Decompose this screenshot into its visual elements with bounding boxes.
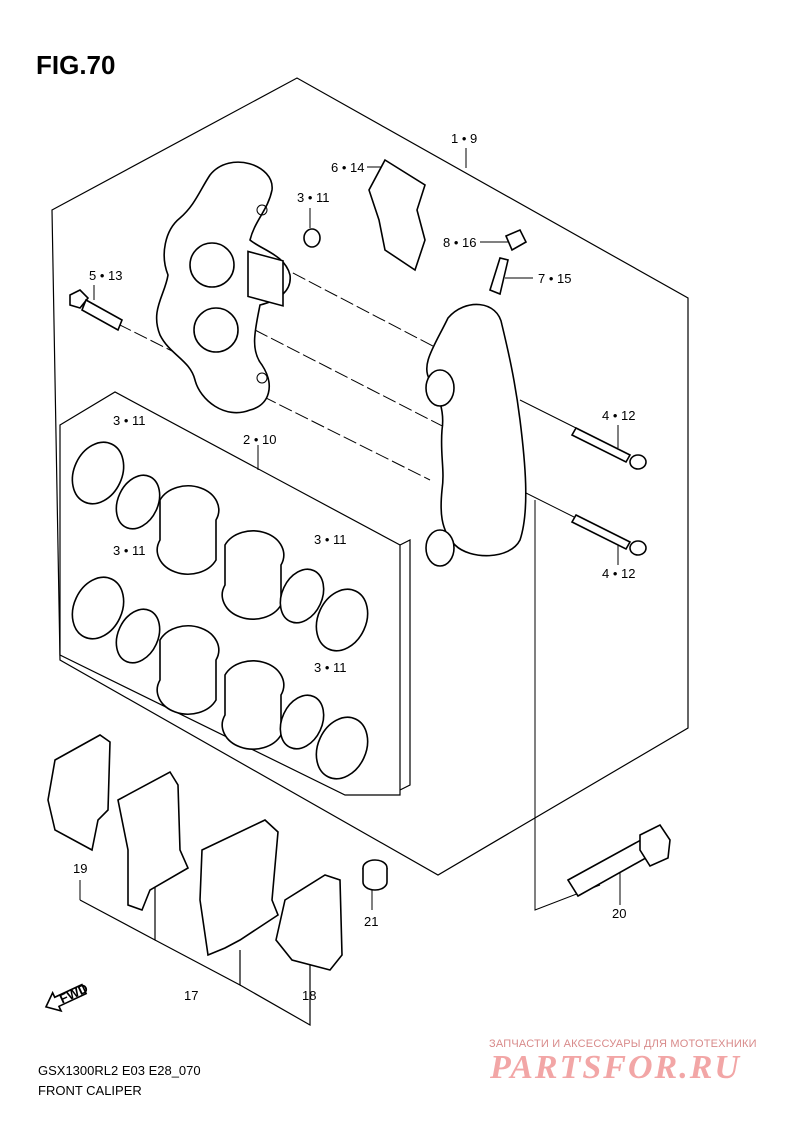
brake-pad-outer (117, 770, 190, 912)
watermark-caption: ЗАПЧАСТИ И АКСЕССУАРЫ ДЛЯ МОТОТЕХНИКИ (489, 1038, 757, 1050)
kit-outline-depth (399, 539, 411, 791)
pad-shim-right (275, 874, 343, 971)
callout-3-11-top: 3 • 11 (297, 190, 330, 205)
brake-pad-inner (199, 819, 279, 957)
watermark-brand: PARTSFOR.RU (490, 1049, 741, 1086)
pad-pin-upper (570, 426, 647, 470)
bleeder-valve (489, 257, 509, 296)
callout-3-11-left-upper: 3 • 11 (113, 413, 146, 428)
callout-3-11-left-lower: 3 • 11 (113, 543, 146, 558)
fwd-arrow-icon: FWD (44, 980, 90, 1013)
seal-ring-small (303, 228, 321, 248)
pad-shim-left (47, 734, 111, 852)
spacer-collar (362, 859, 388, 891)
callout-5-13: 5 • 13 (89, 268, 122, 283)
caliper-half-right (425, 303, 527, 567)
callout-1-9: 1 • 9 (451, 131, 477, 146)
callout-7-15: 7 • 15 (538, 271, 571, 286)
pad-spring (368, 158, 426, 272)
bleeder-cap (504, 228, 528, 252)
assembly-outline-1-9 (51, 77, 689, 876)
pad-bracket-18 (239, 960, 311, 1027)
callout-8-16: 8 • 16 (443, 235, 476, 250)
callout-3-11-right-lower: 3 • 11 (314, 660, 347, 675)
callout-4-12-upper: 4 • 12 (602, 408, 635, 423)
callout-19: 19 (73, 861, 87, 876)
caliper-bolt (69, 289, 124, 332)
axle-bolt (566, 823, 671, 898)
callout-18: 18 (302, 988, 316, 1003)
figure-title: FIG.70 (36, 50, 116, 80)
piston-seal-set (71, 441, 369, 780)
callout-3-11-right-upper: 3 • 11 (314, 532, 347, 547)
figure-name: FRONT CALIPER (38, 1083, 142, 1098)
pad-pin-lower (570, 513, 647, 556)
model-code: GSX1300RL2 E03 E28_070 (38, 1063, 201, 1078)
callout-20: 20 (612, 906, 626, 921)
callout-6-14: 6 • 14 (331, 160, 364, 175)
axis-line-bolt-20 (534, 500, 601, 911)
kit-outline-2-10 (59, 391, 401, 796)
callout-17: 17 (184, 988, 198, 1003)
callout-21: 21 (364, 914, 378, 929)
callout-4-12-lower: 4 • 12 (602, 566, 635, 581)
axis-line-lower (254, 329, 451, 431)
callout-2-10: 2 • 10 (243, 432, 276, 447)
fwd-arrow-label: FWD (57, 980, 90, 1006)
caliper-half-left (155, 161, 291, 414)
